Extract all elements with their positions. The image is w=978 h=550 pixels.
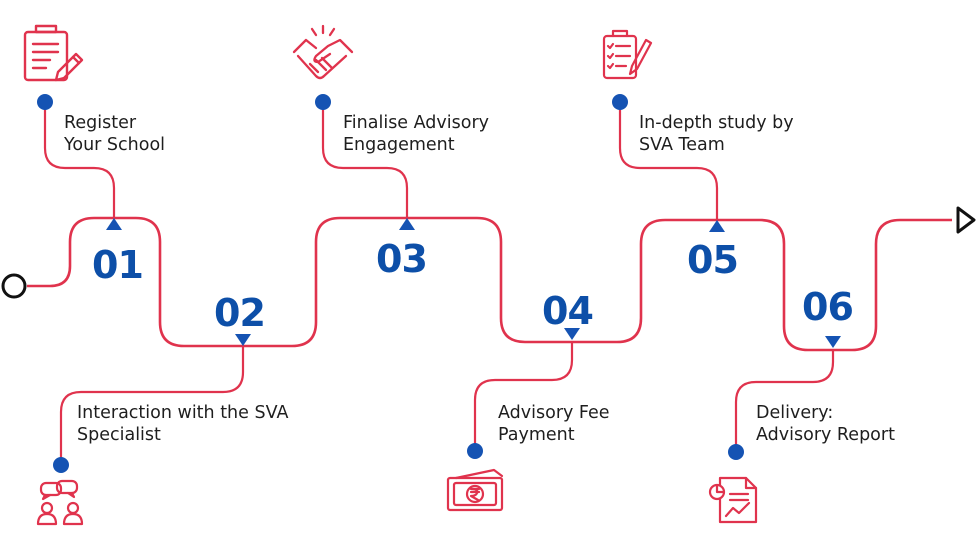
step-title-line2: Specialist <box>77 425 161 445</box>
handshake-icon <box>292 24 354 80</box>
dot-06 <box>728 444 744 460</box>
step-number-01: 01 <box>92 243 143 287</box>
step-number-05: 05 <box>687 238 738 282</box>
report-chart-icon <box>708 476 758 524</box>
step-title-line2: Payment <box>498 425 575 445</box>
step-number-04: 04 <box>542 289 593 333</box>
step-title-line2: Advisory Report <box>756 425 895 445</box>
connector-01 <box>43 102 116 218</box>
step-title-line2: Engagement <box>343 135 455 155</box>
step-number-03: 03 <box>376 237 427 281</box>
step-title-line2: Your School <box>64 135 166 155</box>
connector-06 <box>734 350 835 452</box>
marker-06 <box>825 336 841 348</box>
step-label-06: Delivery: Advisory Report <box>756 402 895 446</box>
step-title-line1: Delivery: <box>756 403 834 423</box>
dot-02 <box>53 457 69 473</box>
marker-02 <box>235 334 251 346</box>
marker-04 <box>564 328 580 340</box>
step-label-05: In-depth study by SVA Team <box>639 112 794 156</box>
marker-05 <box>709 220 725 232</box>
dot-01 <box>37 94 53 110</box>
clipboard-pen-icon <box>23 24 84 82</box>
step-label-04: Advisory Fee Payment <box>498 402 610 446</box>
step-title-line1: Interaction with the SVA <box>77 403 289 423</box>
step-title-line1: Register <box>64 113 137 133</box>
dot-05 <box>612 94 628 110</box>
step-number-02: 02 <box>214 291 265 335</box>
step-label-01: Register Your School <box>64 112 165 156</box>
dot-04 <box>467 443 483 459</box>
connector-02 <box>59 346 245 465</box>
step-label-03: Finalise Advisory Engagement <box>343 112 489 156</box>
timeline-path <box>27 216 952 352</box>
marker-03 <box>399 218 415 230</box>
step-label-02: Interaction with the SVA Specialist <box>77 402 288 446</box>
step-title-line1: Advisory Fee <box>498 403 610 423</box>
step-number-06: 06 <box>802 285 853 329</box>
step-title-line1: Finalise Advisory <box>343 113 490 133</box>
chat-people-icon <box>36 479 84 526</box>
connector-04 <box>473 342 574 451</box>
connector-05 <box>618 102 719 220</box>
rupee-banknote-icon <box>446 468 504 512</box>
marker-01 <box>106 218 122 230</box>
dot-03 <box>315 94 331 110</box>
step-title-line1: In-depth study by <box>639 113 794 133</box>
checklist-icon <box>602 29 653 80</box>
end-arrow-icon <box>956 206 976 234</box>
step-title-line2: SVA Team <box>639 135 725 155</box>
connector-03 <box>321 102 409 218</box>
start-circle <box>1 273 27 299</box>
